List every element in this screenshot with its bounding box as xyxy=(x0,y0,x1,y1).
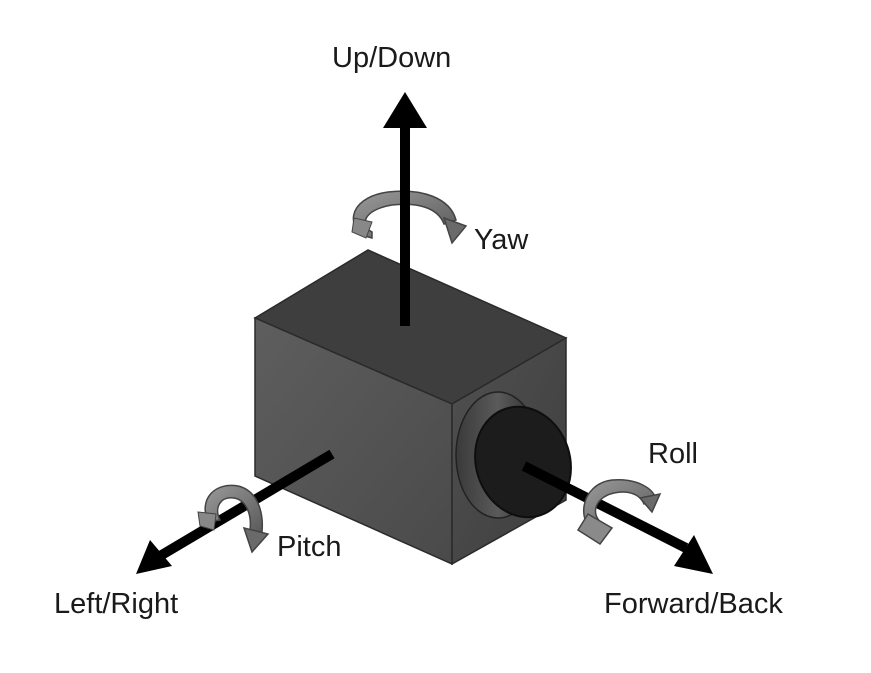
left-right-label: Left/Right xyxy=(54,588,179,620)
up-down-axis-arrow xyxy=(383,92,427,326)
pitch-rotation-arrow xyxy=(197,484,270,554)
yaw-rotation-arrow xyxy=(351,190,468,245)
yaw-label: Yaw xyxy=(474,224,529,256)
pitch-label: Pitch xyxy=(277,531,342,563)
roll-rotation-arrow xyxy=(576,479,662,546)
forward-back-axis-arrow xyxy=(521,461,713,574)
forward-back-label: Forward/Back xyxy=(604,588,783,620)
camera-cylinder xyxy=(455,391,572,519)
up-down-label: Up/Down xyxy=(332,42,452,74)
roll-label: Roll xyxy=(648,438,698,470)
